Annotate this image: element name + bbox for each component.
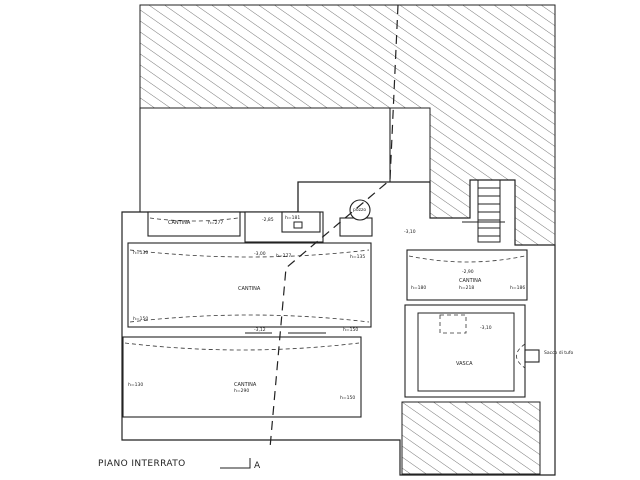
well-enclosure bbox=[339, 217, 373, 237]
room-name-cantina-upper: CANTINA bbox=[238, 286, 261, 292]
section-line bbox=[269, 4, 399, 449]
room-vasca-outer bbox=[404, 304, 526, 398]
section-arrow bbox=[220, 458, 251, 469]
courtyard bbox=[139, 107, 391, 213]
room-height-right-left: h=180 bbox=[411, 285, 426, 291]
room-name-cantina-right: CANTINA bbox=[459, 278, 482, 284]
room-cantina-upper bbox=[127, 242, 372, 328]
building-outline bbox=[121, 179, 556, 476]
room-cantina-right bbox=[406, 249, 528, 301]
room-name-cantina-small: CANTINA bbox=[168, 220, 191, 226]
room-vasca-inner bbox=[417, 312, 515, 392]
room-height-lower-right: h=150 bbox=[340, 395, 355, 401]
well-label: pozzo bbox=[353, 208, 366, 213]
level-l3: -3,00 bbox=[254, 251, 266, 257]
tufa-sack-label: Sacco di tufo bbox=[544, 350, 573, 356]
room-height-lower-left: h=130 bbox=[128, 382, 143, 388]
level-l2: -3,10 bbox=[404, 229, 416, 235]
section-marker: A bbox=[254, 461, 261, 471]
hatched-ground-bottom bbox=[401, 401, 541, 475]
room-height-upper-bottom-right: h=150 bbox=[343, 327, 358, 333]
room-name-vasca: VASCA bbox=[456, 361, 473, 367]
tank-hatch bbox=[439, 314, 467, 334]
room-height-upper-right: h=135 bbox=[350, 254, 365, 260]
small-room-height: h=181 bbox=[285, 215, 300, 221]
level-l1: -2,85 bbox=[262, 217, 274, 223]
room-height-right-right: h=186 bbox=[510, 285, 525, 291]
room-height-lower-center: h=290 bbox=[234, 388, 249, 394]
level-l5: -2,90 bbox=[462, 269, 474, 275]
room-name-cantina-lower: CANTINA bbox=[234, 382, 257, 388]
room-height-upper-bottom-left: h=150 bbox=[133, 316, 148, 322]
room-height-upper-left: h=130 bbox=[133, 250, 148, 256]
room-cantina-small bbox=[147, 211, 241, 237]
level-l4: -3,12 bbox=[254, 327, 266, 333]
level-l6: -3,10 bbox=[480, 325, 492, 331]
drawing-title: PIANO INTERRATO bbox=[98, 459, 186, 469]
room-height-upper-center: h=277 bbox=[276, 253, 291, 259]
room-height-cantina-small: h=277 bbox=[208, 220, 223, 226]
room-cantina-lower bbox=[122, 336, 362, 418]
tufa-sack-niche bbox=[516, 343, 526, 369]
room-height-right-center: h=218 bbox=[459, 285, 474, 291]
stair bbox=[462, 179, 505, 243]
well-pozzo bbox=[349, 199, 371, 221]
sink-fixture bbox=[293, 221, 303, 229]
tufa-sack-door bbox=[524, 349, 540, 363]
